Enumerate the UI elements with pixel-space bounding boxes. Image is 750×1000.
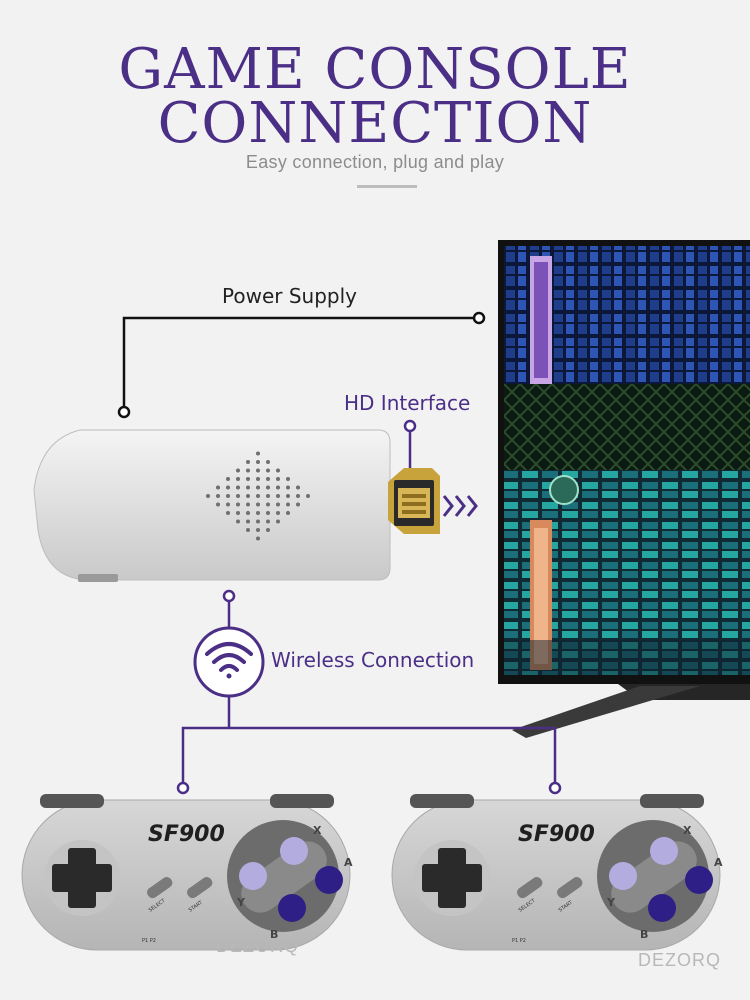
power-supply-label: Power Supply xyxy=(222,284,357,308)
speaker-hole xyxy=(256,468,260,473)
controller-1 xyxy=(21,794,351,951)
watermark-1: DEZORQ xyxy=(216,936,300,956)
speaker-hole xyxy=(266,511,270,515)
dpad-icon xyxy=(44,840,120,916)
watermark-2: DEZORQ xyxy=(638,950,722,970)
speaker-hole xyxy=(246,511,250,515)
speaker-hole xyxy=(286,511,290,515)
speaker-hole xyxy=(256,477,260,481)
speaker-hole xyxy=(216,502,220,507)
speaker-hole xyxy=(276,502,280,507)
wifi-icon xyxy=(205,642,253,679)
wireless-connection-label: Wireless Connection xyxy=(271,648,475,672)
controller-1-brand-logo: SF900 xyxy=(148,822,225,847)
controller-2-brand-logo: SF900 xyxy=(518,822,595,847)
hdmi-plug xyxy=(388,468,440,534)
wireless-link xyxy=(176,589,562,795)
speaker-hole xyxy=(236,485,240,490)
face-buttons xyxy=(597,820,713,932)
speaker-hole xyxy=(296,502,300,507)
speaker-hole xyxy=(236,468,240,473)
speaker-hole xyxy=(276,494,280,498)
speaker-hole xyxy=(276,511,280,515)
c2-label-a: A xyxy=(714,856,723,869)
speaker-hole xyxy=(266,528,270,532)
speaker-hole xyxy=(236,511,240,515)
speaker-hole xyxy=(246,528,250,532)
speaker-hole xyxy=(226,494,230,498)
speaker-hole xyxy=(296,494,300,498)
speaker-hole xyxy=(246,494,250,498)
speaker-hole xyxy=(216,494,220,498)
speaker-hole xyxy=(236,477,240,481)
speaker-hole xyxy=(286,485,290,490)
page-title-line-2: CONNECTION xyxy=(157,91,593,156)
speaker-hole xyxy=(256,460,260,464)
power-supply-line xyxy=(117,311,486,419)
speaker-hole xyxy=(256,494,260,498)
c2-label-y: Y xyxy=(606,896,616,909)
speaker-hole xyxy=(236,494,240,498)
speaker-hole xyxy=(246,502,250,507)
speaker-hole xyxy=(286,494,290,498)
speaker-hole xyxy=(276,519,280,524)
speaker-hole xyxy=(246,519,250,524)
speaker-hole xyxy=(276,485,280,490)
speaker-hole xyxy=(246,485,250,490)
speaker-hole xyxy=(256,485,260,490)
subtitle: Easy connection, plug and play xyxy=(245,152,505,172)
c1-label-a: A xyxy=(344,856,353,869)
speaker-hole xyxy=(256,519,260,524)
page-title-line-1: GAME CONSOLE xyxy=(118,37,632,102)
speaker-hole xyxy=(266,502,270,507)
speaker-hole xyxy=(266,477,270,481)
c2-label-b: B xyxy=(640,928,648,941)
c2-player-indicator: P1 P2 xyxy=(512,938,526,944)
c1-label-x: X xyxy=(313,824,322,837)
tv-screen xyxy=(498,240,750,738)
controller-2 xyxy=(391,794,721,951)
c1-player-indicator: P1 P2 xyxy=(142,938,156,944)
c1-label-b: B xyxy=(270,928,278,941)
speaker-hole xyxy=(276,477,280,481)
speaker-hole xyxy=(266,485,270,490)
subtitle-underline xyxy=(357,185,417,188)
speaker-hole xyxy=(256,511,260,515)
speaker-hole xyxy=(226,477,230,481)
speaker-hole xyxy=(256,528,260,532)
hd-interface-label: HD Interface xyxy=(344,391,471,415)
dpad-icon xyxy=(414,840,490,916)
speaker-hole xyxy=(206,494,210,498)
console-stick xyxy=(33,429,440,582)
speaker-hole xyxy=(236,502,240,507)
speaker-hole xyxy=(296,485,300,490)
speaker-hole xyxy=(246,477,250,481)
speaker-hole xyxy=(256,451,260,456)
arrows-right-icon xyxy=(442,495,478,517)
speaker-hole xyxy=(276,468,280,473)
speaker-hole xyxy=(216,485,220,490)
speaker-hole xyxy=(256,536,260,541)
speaker-hole xyxy=(266,519,270,524)
speaker-hole xyxy=(266,468,270,473)
hd-interface-pointer xyxy=(403,419,417,472)
speaker-hole xyxy=(266,460,270,464)
speaker-hole xyxy=(286,502,290,507)
face-buttons xyxy=(227,820,343,932)
speaker-hole xyxy=(246,468,250,473)
speaker-hole xyxy=(226,511,230,515)
speaker-hole xyxy=(286,477,290,481)
c2-label-x: X xyxy=(683,824,692,837)
speaker-hole xyxy=(226,502,230,507)
speaker-hole xyxy=(236,519,240,524)
speaker-grill xyxy=(206,451,310,541)
speaker-hole xyxy=(256,502,260,507)
speaker-hole xyxy=(226,485,230,490)
c1-label-y: Y xyxy=(236,896,246,909)
speaker-hole xyxy=(306,494,310,498)
speaker-hole xyxy=(246,460,250,464)
speaker-hole xyxy=(266,494,270,498)
